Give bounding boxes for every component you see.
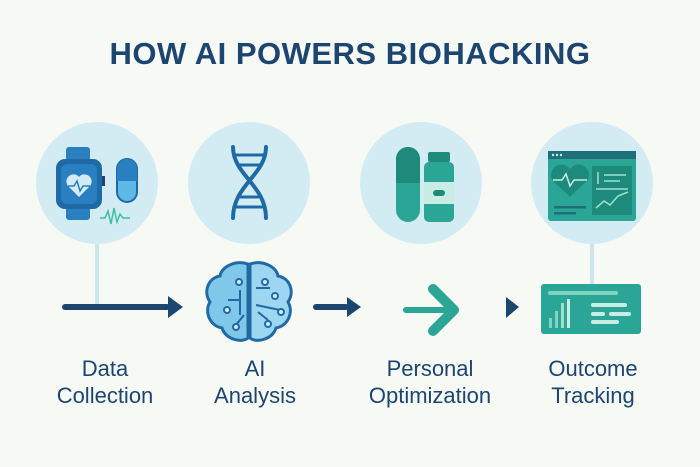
pill-icon [116, 158, 138, 203]
step-label-line1: Personal [386, 356, 474, 381]
step-label-line1: Data [81, 356, 129, 381]
step-label-data-collection: Data Collection [15, 355, 195, 409]
step-label-line2: Optimization [368, 383, 492, 408]
ai-brain-icon [205, 261, 293, 342]
step-label-line2: Analysis [214, 383, 296, 408]
step-label-outcome-tracking: Outcome Tracking [503, 355, 683, 409]
step-label-line2: Collection [56, 383, 154, 408]
step-label-line2: Tracking [551, 383, 635, 408]
step-label-personal-optimization: Personal Optimization [340, 355, 520, 409]
arrow-3-icon [403, 284, 459, 336]
step-label-line1: AI [244, 356, 266, 381]
arrow-2-icon [313, 297, 361, 317]
page-title: HOW AI POWERS BIOHACKING [109, 36, 591, 71]
arrow-4-icon [506, 297, 519, 318]
step-circle-optimization [360, 122, 482, 244]
tracking-panel-icon [541, 284, 641, 334]
arrow-1-icon [62, 296, 183, 318]
step-label-line1: Outcome [548, 356, 638, 381]
health-dashboard-icon [548, 151, 636, 221]
step-label-ai-analysis: AI Analysis [165, 355, 345, 409]
dna-icon [231, 145, 268, 220]
supplements-icon [396, 147, 454, 222]
waveform-icon [100, 207, 130, 225]
smartwatch-icon [56, 147, 105, 220]
